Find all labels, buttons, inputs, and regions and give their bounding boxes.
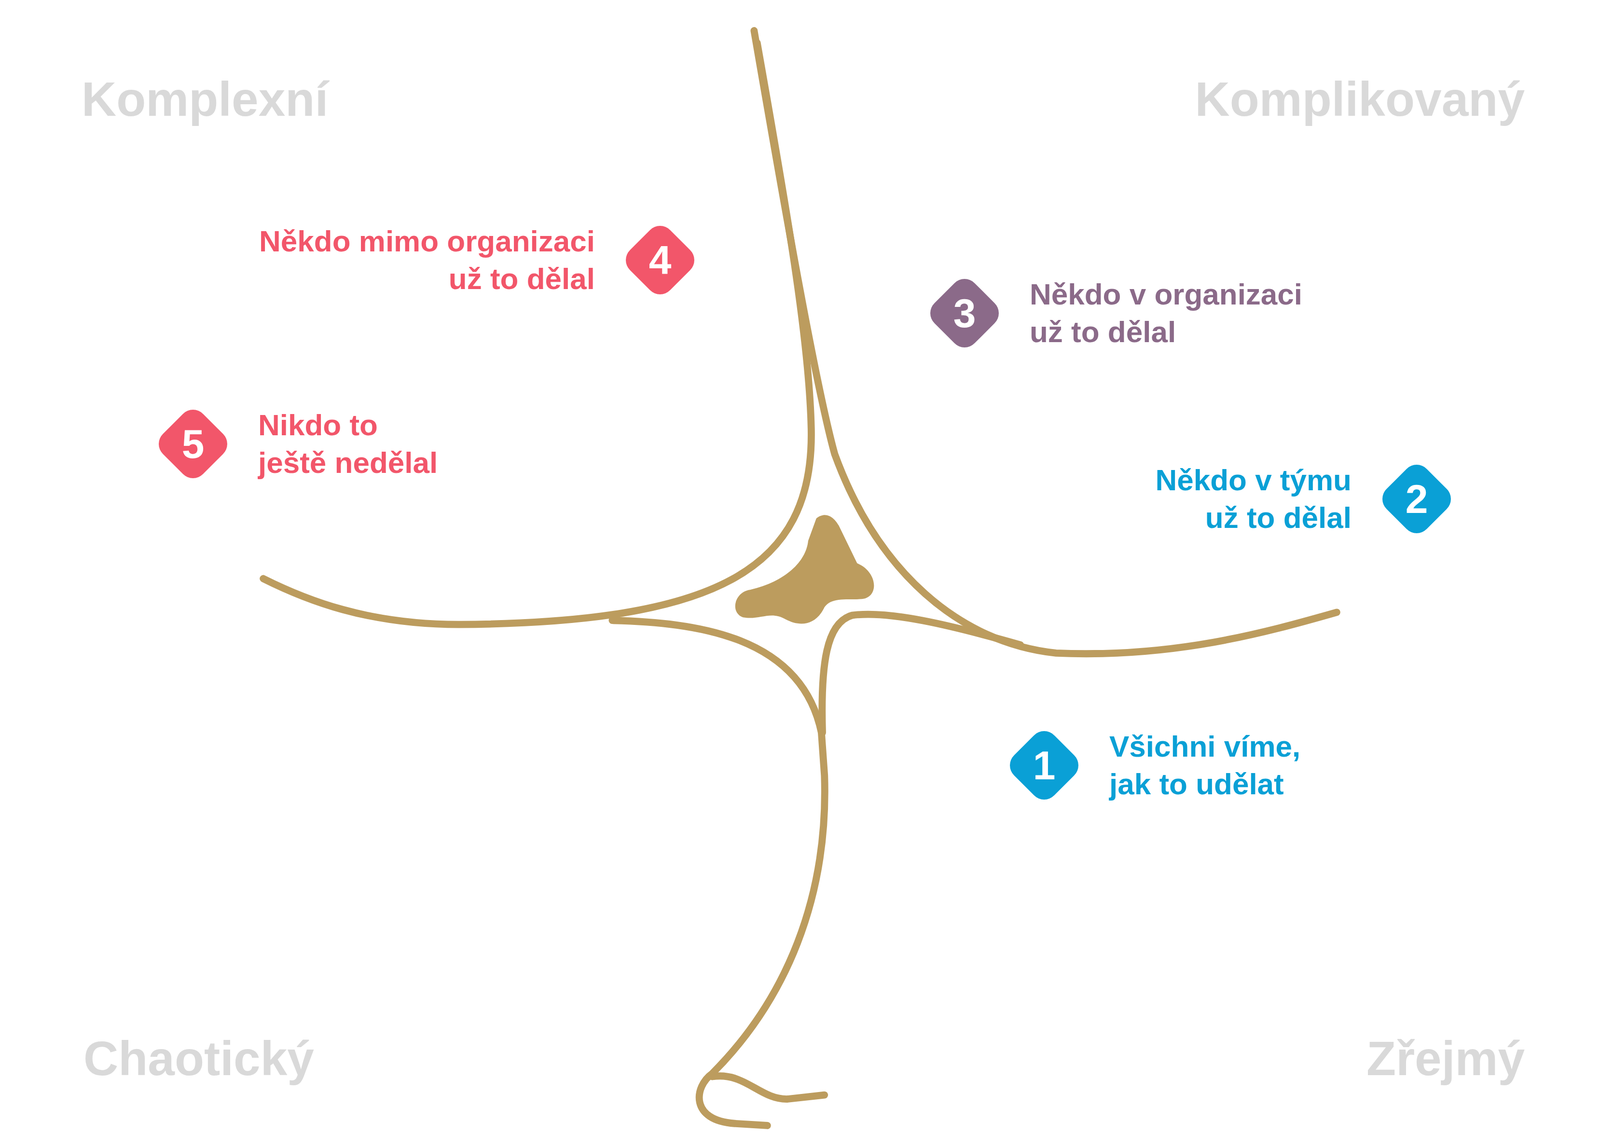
node-label: Všichni víme, jak to udělat — [1109, 727, 1327, 803]
callout-number: 3 — [913, 262, 1016, 364]
boundary-line — [612, 620, 825, 1126]
numbered-diamond: 5Nikdo to ještě nedělal — [142, 393, 244, 495]
domain-name: Zřejmý — [1366, 1029, 1525, 1088]
callout-number: 2 — [1365, 448, 1468, 550]
node-label: Někdo mimo organizaci už to dělal — [237, 222, 595, 298]
callout-number: 4 — [609, 209, 711, 311]
domain-name: Komplexní — [81, 69, 329, 128]
numbered-diamond: 1Všichni víme, jak to udělat — [993, 714, 1095, 816]
disorder-blob — [735, 514, 875, 624]
node-label: Nikdo to ještě nedělal — [258, 406, 448, 482]
node-label: Někdo v týmu už to dělal — [1134, 461, 1352, 537]
boundary-line — [263, 42, 812, 625]
boundary-line — [712, 1075, 825, 1100]
node-label: Někdo v organizaci už to dělal — [1029, 275, 1325, 351]
domain-name: Komplikovaný — [1195, 69, 1526, 128]
callout-number: 5 — [142, 393, 244, 495]
domain-name: Chaotický — [83, 1029, 315, 1088]
numbered-diamond: 3Někdo v organizaci už to dělal — [913, 262, 1016, 364]
boundary-line — [822, 614, 1021, 733]
numbered-diamond: 2Někdo v týmu už to dělal — [1365, 448, 1468, 550]
callout-number: 1 — [993, 714, 1095, 816]
numbered-diamond: 4Někdo mimo organizaci už to dělal — [609, 209, 711, 311]
